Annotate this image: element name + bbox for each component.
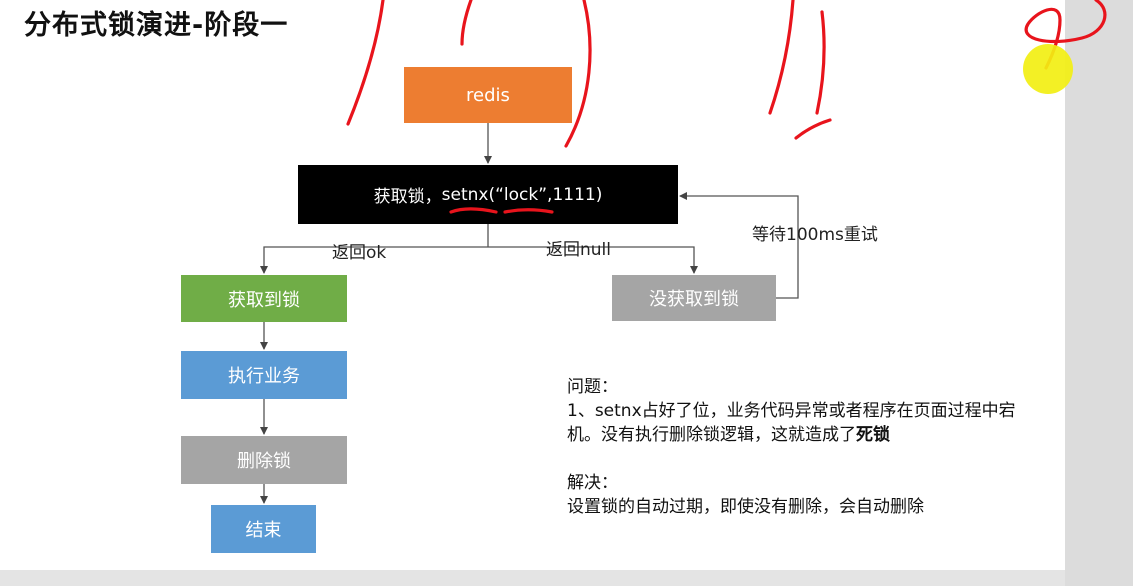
problem-text-body: 1、setnx占好了位，业务代码异常或者程序在页面过程中宕机。没有执行删除锁逻辑… [567,401,1016,445]
execute-business-label: 执行业务 [228,366,300,387]
redis-node: redis [404,67,572,123]
connector-ok-branch [260,246,488,274]
ink-stroke-1 [346,0,385,126]
ink-stroke-4 [768,0,795,115]
problem-text: 1、setnx占好了位，业务代码异常或者程序在页面过程中宕机。没有执行删除锁逻辑… [567,399,1037,447]
got-lock-node: 获取到锁 [181,275,347,322]
ink-stroke-3 [564,0,592,148]
window-edge [1065,0,1133,586]
ink-underline-setnx [449,207,498,214]
problem-heading: 问题： [567,377,618,397]
retry-label: 等待100ms重试 [752,225,878,245]
acquire-lock-code: setnx(“lock”,1111) [441,184,603,205]
solution-text: 设置锁的自动过期，即使没有删除，会自动删除 [567,497,924,517]
end-node: 结束 [211,505,316,553]
return-ok-label: 返回ok [332,243,387,263]
laser-pointer-icon [1023,44,1073,94]
notes-panel: 问题： 1、setnx占好了位，业务代码异常或者程序在页面过程中宕机。没有执行删… [567,375,1037,519]
return-null-label: 返回null [546,240,611,260]
ink-underline-lock [503,208,554,214]
not-got-lock-label: 没获取到锁 [649,289,739,310]
acquire-lock-node: 获取锁，setnx(“lock”,1111) [298,165,678,224]
not-got-lock-node: 没获取到锁 [612,275,776,321]
problem-text-emphasis: 死锁 [856,425,890,445]
delete-lock-label: 删除锁 [237,451,291,472]
acquire-lock-prefix: 获取锁， [373,187,442,207]
ink-stroke-6 [1024,0,1107,70]
slide-title: 分布式锁演进-阶段一 [24,10,289,41]
end-label: 结束 [245,520,282,541]
ink-stroke-5 [794,10,832,140]
execute-business-node: 执行业务 [181,351,347,399]
got-lock-label: 获取到锁 [228,289,300,311]
delete-lock-node: 删除锁 [181,436,347,484]
slide-bottom-edge [0,570,1065,586]
connector-retry-loop [679,192,799,299]
redis-node-label: redis [466,84,510,106]
connector-null-branch [488,246,698,274]
ink-stroke-2 [460,0,473,46]
solution-heading: 解决： [567,473,618,493]
